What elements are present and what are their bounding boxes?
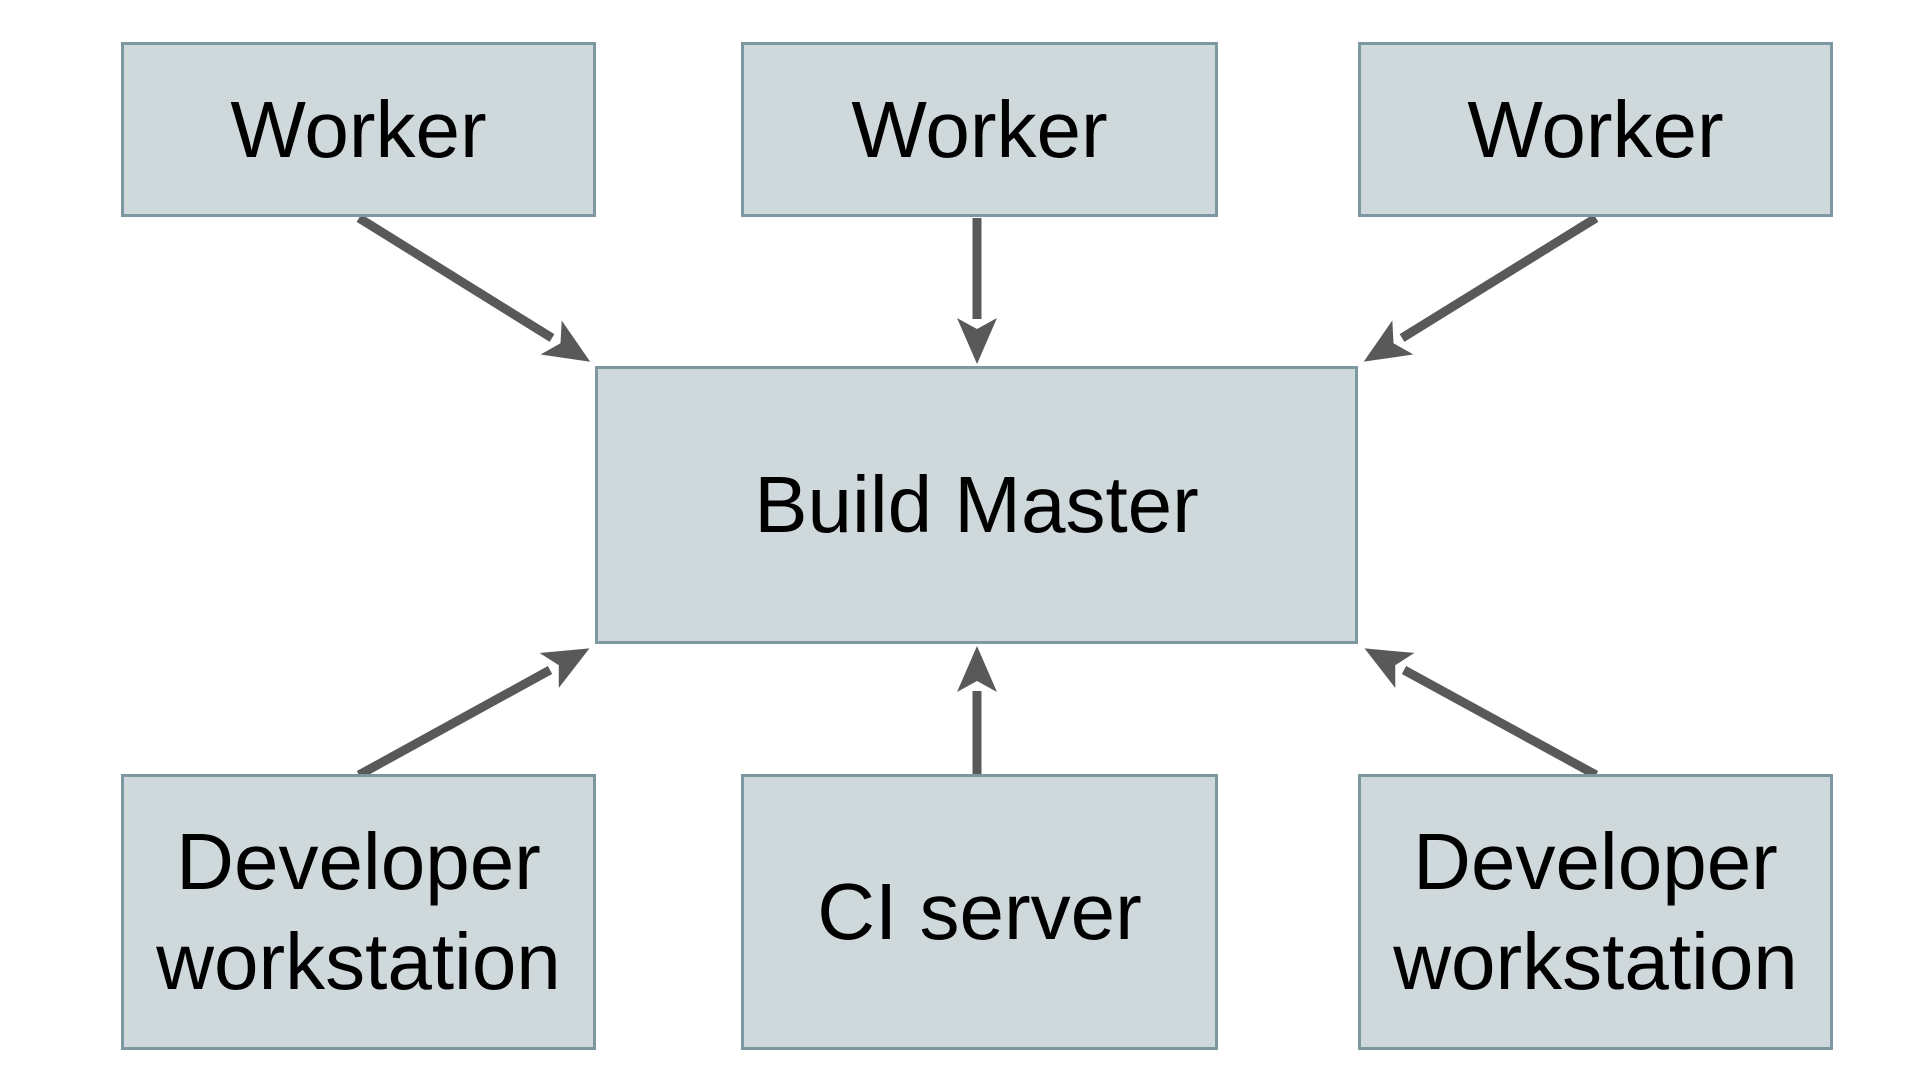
node-worker-2: Worker	[741, 42, 1218, 217]
node-developer-workstation-1: Developer workstation	[121, 774, 596, 1050]
arrow-developer-workstation-2-to-build-master	[1364, 648, 1599, 779]
node-ci-server: CI server	[741, 774, 1218, 1050]
arrow-developer-workstation-1-to-build-master	[356, 648, 590, 779]
node-build-master-label: Build Master	[754, 460, 1199, 549]
node-worker-3-label: Worker	[1467, 84, 1724, 174]
node-build-master: Build Master	[595, 366, 1358, 644]
node-worker-1-label: Worker	[230, 84, 487, 174]
arrow-worker-3-to-build-master	[1363, 214, 1599, 362]
node-worker-1: Worker	[121, 42, 596, 217]
node-ci-server-label: CI server	[817, 867, 1142, 956]
node-developer-workstation-1-label: Developer workstation	[156, 817, 561, 1006]
arrow-worker-1-to-build-master	[356, 214, 591, 362]
node-worker-2-label: Worker	[851, 84, 1108, 174]
node-developer-workstation-2: Developer workstation	[1358, 774, 1833, 1050]
node-developer-workstation-2-label: Developer workstation	[1393, 817, 1798, 1006]
node-worker-3: Worker	[1358, 42, 1833, 217]
